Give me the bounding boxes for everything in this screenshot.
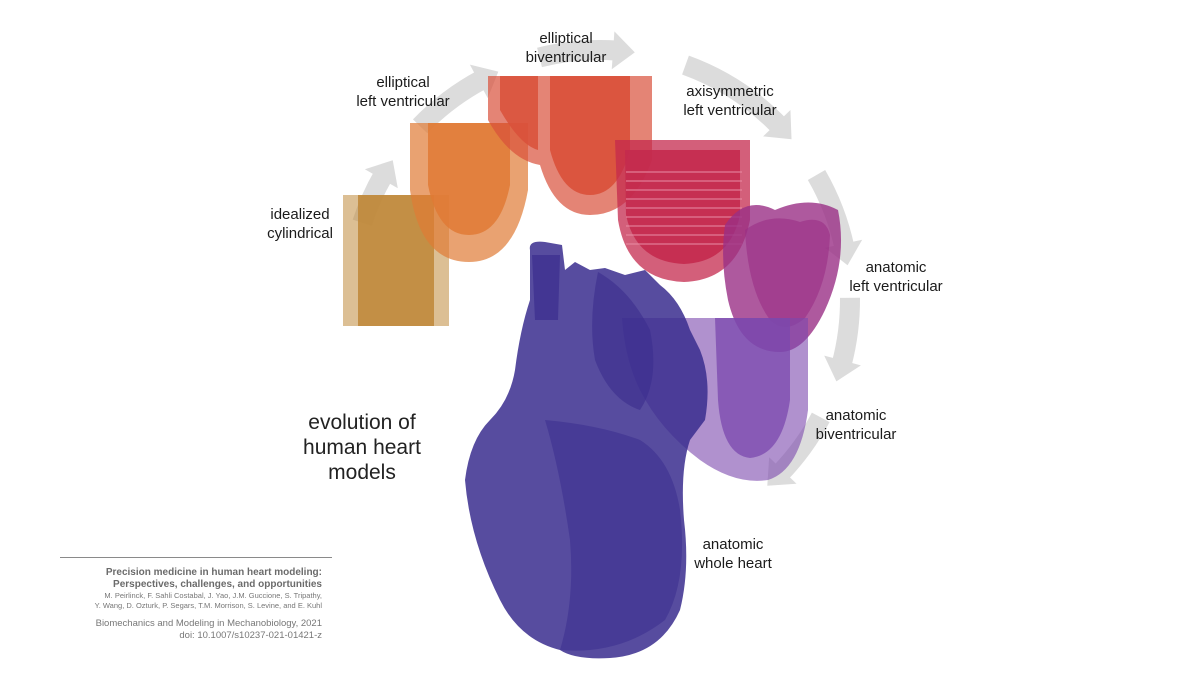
label-axisymmetric-left-ventricular: axisymmetric left ventricular	[683, 83, 777, 119]
axisymmetric-rings	[626, 171, 742, 245]
reference-subtitle: Perspectives, challenges, and opportunit…	[113, 579, 322, 590]
reference-doi: doi: 10.1007/s10237-021-01421-z	[179, 630, 322, 641]
label-anatomic-whole-heart: anatomic whole heart	[694, 536, 772, 572]
reference-block: Precision medicine in human heart modeli…	[60, 567, 322, 642]
reference-title: Precision medicine in human heart modeli…	[105, 567, 322, 578]
arrow-head-4	[763, 110, 792, 140]
reference-authors-cont: Y. Wang, D. Ozturk, P. Segars, T.M. Morr…	[94, 600, 322, 610]
reference-divider	[60, 557, 332, 558]
arrow-head-6	[824, 355, 861, 382]
diagram-title: evolution of human heart models	[303, 411, 421, 484]
label-elliptical-left-ventricular: elliptical left ventricular	[356, 74, 450, 110]
anatomic-whole-heart-model	[465, 241, 708, 659]
arrow-arc-3	[537, 40, 619, 68]
reference-journal: Biomechanics and Modeling in Mechanobiol…	[95, 618, 322, 629]
label-anatomic-biventricular: anatomic biventricular	[815, 407, 897, 443]
arrow-head-2	[469, 64, 499, 99]
arrow-head-1	[364, 160, 398, 189]
elliptical-biventricular-model	[488, 76, 652, 215]
anatomic-left-ventricular-model	[723, 202, 842, 352]
reference-authors: M. Peirlinck, F. Sahli Costabal, J. Yao,…	[104, 591, 322, 600]
axisymmetric-left-ventricular-model	[615, 140, 750, 282]
arrow-arc-4	[681, 55, 788, 134]
label-elliptical-biventricular: elliptical biventricular	[525, 30, 607, 66]
arrow-head-3	[611, 31, 635, 70]
arrow-arc-6	[831, 297, 860, 368]
label-idealized-cylindrical: idealized cylindrical	[267, 206, 333, 242]
elliptical-left-ventricular-model	[410, 123, 528, 262]
label-anatomic-left-ventricular: anatomic left ventricular	[849, 259, 943, 295]
